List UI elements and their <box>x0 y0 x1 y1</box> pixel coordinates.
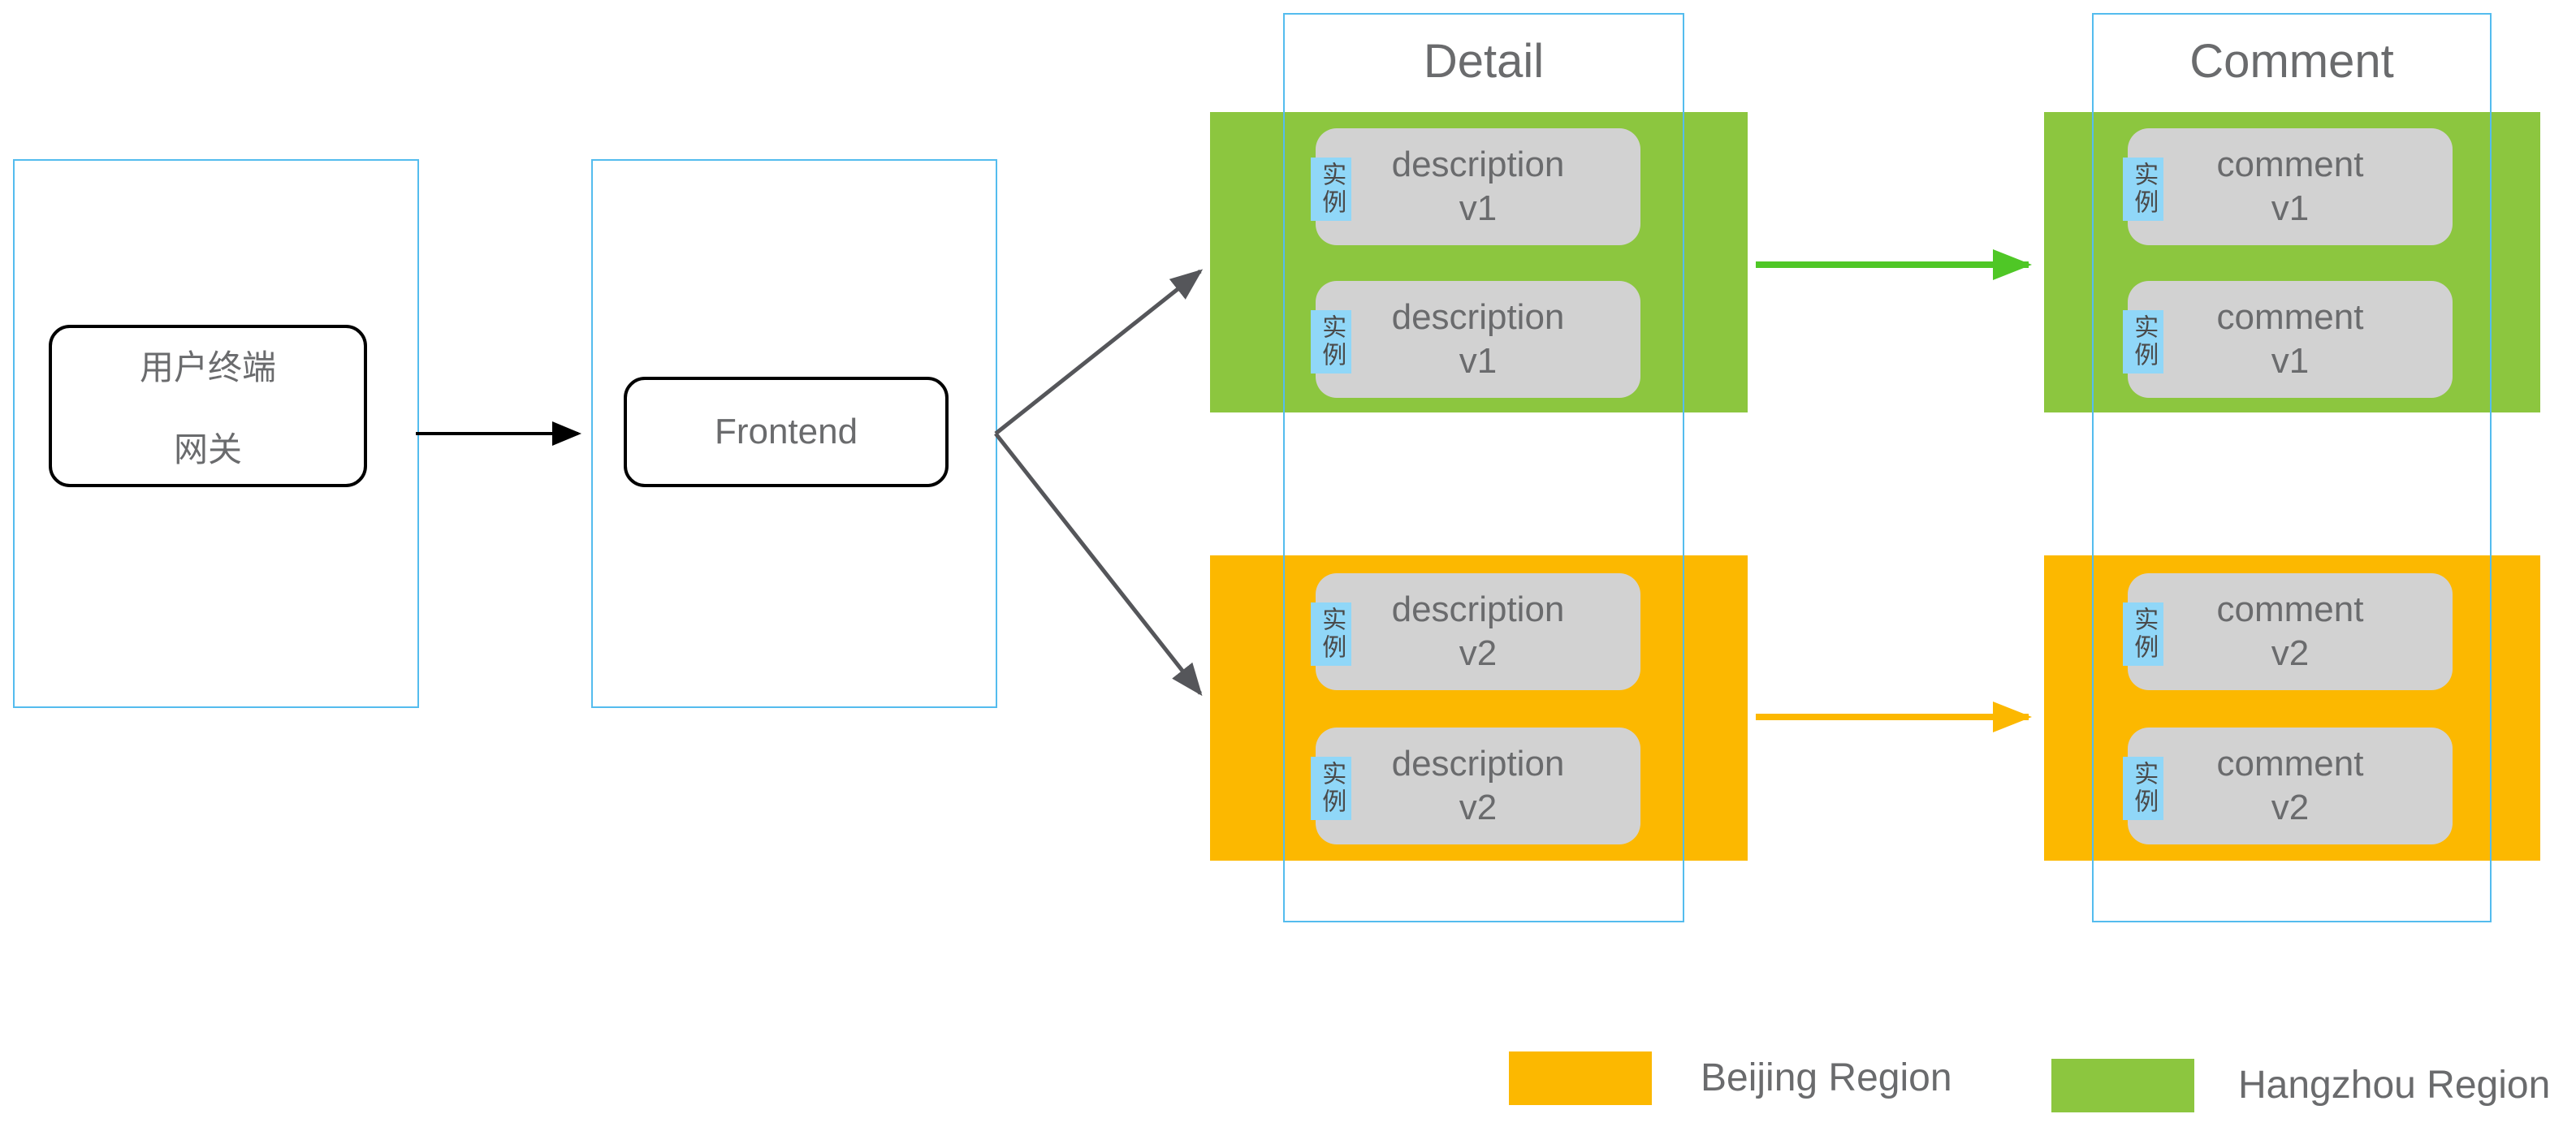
user-terminal-gateway-node: 用户终端 网关 <box>49 325 367 487</box>
item-label-line2: v1 <box>2271 188 2310 228</box>
detail-item-description-v1-b: 实例 description v1 <box>1311 281 1640 398</box>
instance-tag: 实例 <box>1311 602 1351 666</box>
comment-item-v2-a: 实例 comment v2 <box>2123 573 2453 690</box>
item-label-line1: description <box>1391 297 1565 338</box>
comment-column-title: Comment <box>2189 35 2394 88</box>
frontend-label: Frontend <box>714 412 858 451</box>
item-label-line2: v2 <box>1459 633 1498 673</box>
item-label-line1: description <box>1391 744 1565 784</box>
item-label-line1: comment <box>2216 145 2364 185</box>
instance-tag: 实例 <box>2123 602 2163 666</box>
item-label-line2: v1 <box>2271 341 2310 381</box>
item-label-line1: description <box>1391 589 1565 630</box>
detail-column-title: Detail <box>1423 35 1545 88</box>
comment-item-v1-a: 实例 comment v1 <box>2123 128 2453 245</box>
legend-swatch-hangzhou <box>2051 1059 2194 1112</box>
gateway-label: 网关 <box>173 430 242 469</box>
detail-column: Detail <box>1283 13 1684 922</box>
item-label-line2: v2 <box>1459 788 1498 827</box>
user-terminal-label: 用户终端 <box>139 348 276 386</box>
comment-item-v2-b: 实例 comment v2 <box>2123 728 2453 844</box>
detail-item-description-v2-b: 实例 description v2 <box>1311 728 1640 844</box>
legend-swatch-beijing <box>1509 1051 1652 1105</box>
item-label-line2: v1 <box>1459 341 1498 381</box>
item-label-line2: v1 <box>1459 188 1498 228</box>
instance-tag: 实例 <box>2123 310 2163 374</box>
instance-tag: 实例 <box>1311 757 1351 820</box>
detail-item-description-v2-a: 实例 description v2 <box>1311 573 1640 690</box>
item-label-line1: comment <box>2216 297 2364 338</box>
instance-tag: 实例 <box>1311 310 1351 374</box>
instance-tag: 实例 <box>2123 158 2163 221</box>
item-label-line2: v2 <box>2271 633 2310 673</box>
instance-tag: 实例 <box>1311 158 1351 221</box>
legend-label-hangzhou: Hangzhou Region <box>2238 1064 2551 1107</box>
comment-item-v1-b: 实例 comment v1 <box>2123 281 2453 398</box>
item-label-line2: v2 <box>2271 788 2310 827</box>
item-label-line1: comment <box>2216 744 2364 784</box>
item-label-line1: comment <box>2216 589 2364 630</box>
item-label-line1: description <box>1391 145 1565 185</box>
arrow-frontend-to-detail-v1 <box>994 269 1204 435</box>
detail-item-description-v1-a: 实例 description v1 <box>1311 128 1640 245</box>
legend-label-beijing: Beijing Region <box>1701 1056 1952 1099</box>
arrow-frontend-to-detail-v2 <box>994 432 1203 697</box>
comment-column: Comment <box>2092 13 2492 922</box>
frontend-node: Frontend <box>624 377 949 487</box>
instance-tag: 实例 <box>2123 757 2163 820</box>
